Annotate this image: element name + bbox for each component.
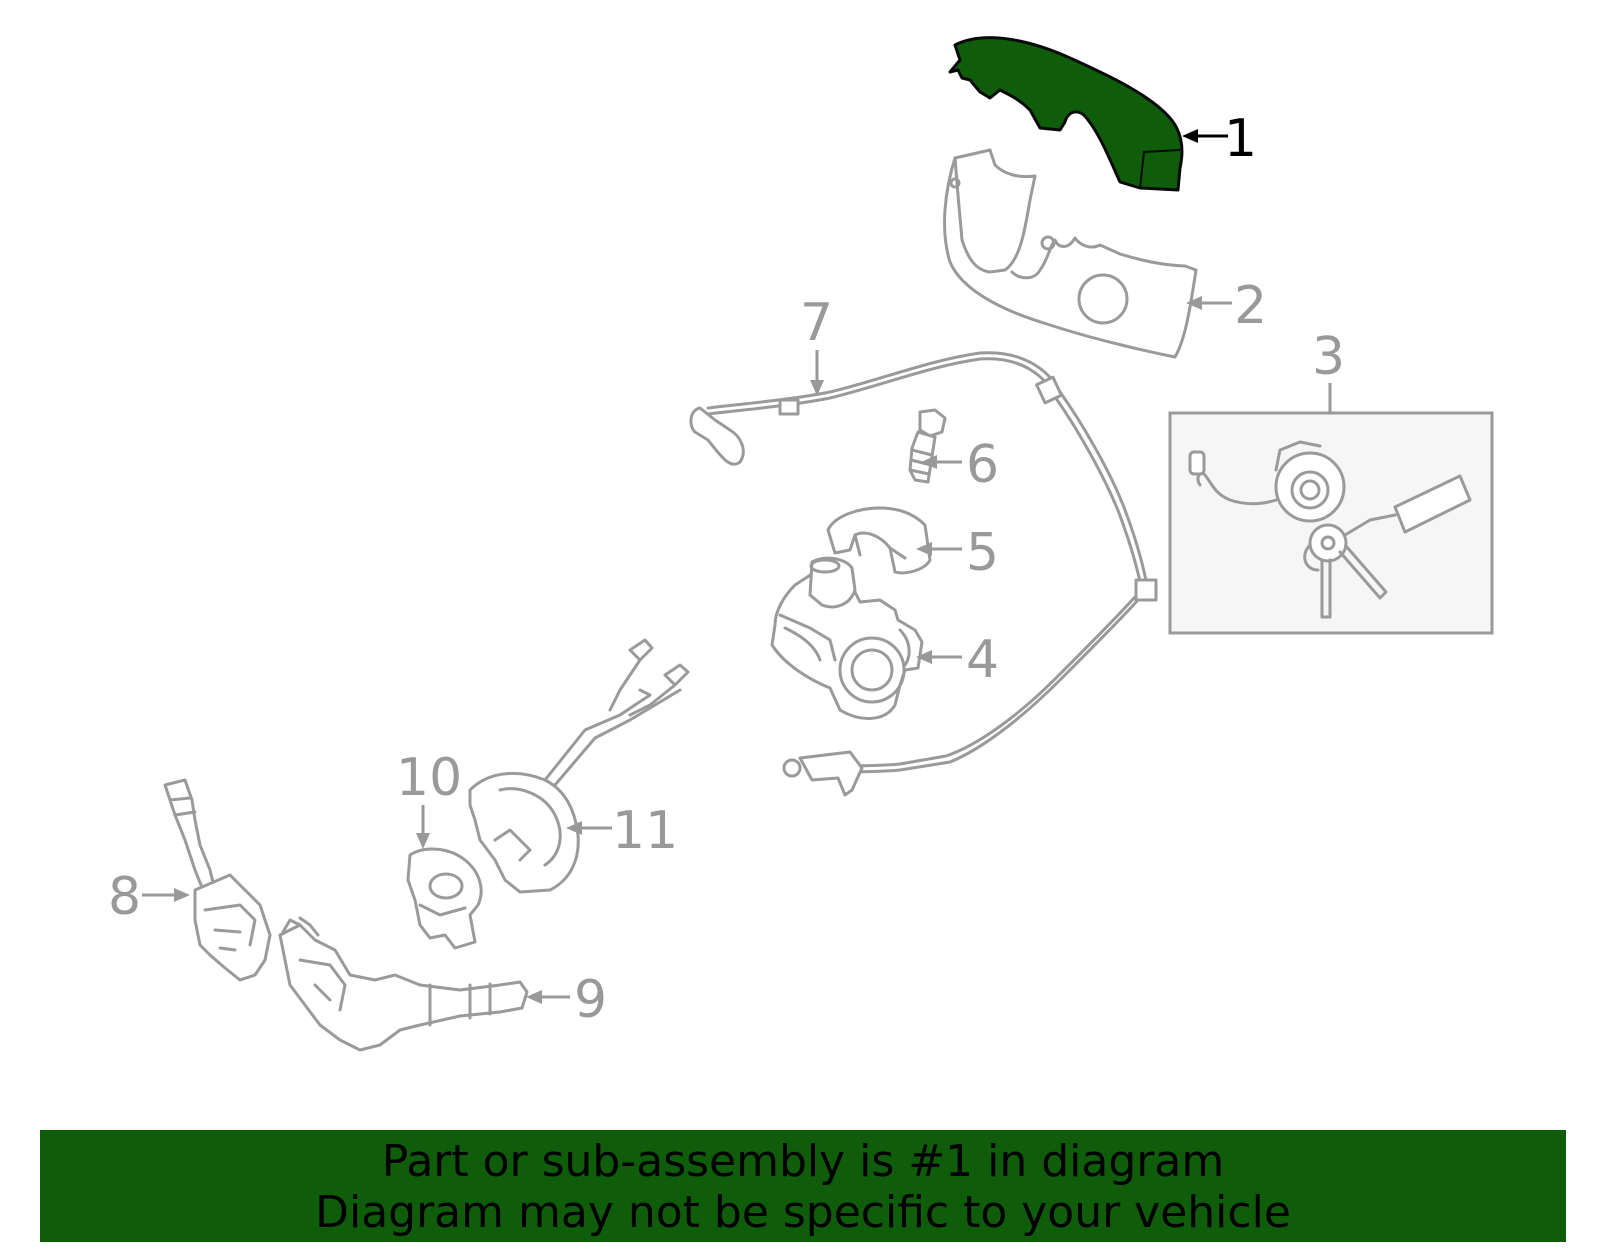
- callout-11: 11: [612, 801, 678, 861]
- callout-10: 10: [396, 748, 462, 808]
- part-3-lock-cylinder-kit[interactable]: [1168, 411, 1494, 635]
- info-banner: Part or sub-assembly is #1 in diagram Di…: [40, 1130, 1566, 1242]
- callout-leader-5: [916, 542, 962, 556]
- part-11-clock-spring[interactable]: [468, 638, 690, 894]
- part-8-combination-switch[interactable]: [163, 778, 272, 982]
- callout-4: 4: [966, 630, 999, 690]
- banner-line-2: Diagram may not be specific to your vehi…: [315, 1187, 1291, 1238]
- callout-leader-10: [416, 805, 430, 849]
- callout-leader-9: [526, 990, 570, 1004]
- callout-6: 6: [966, 435, 999, 495]
- callout-leader-6: [921, 455, 962, 469]
- part-5-clamp[interactable]: [826, 506, 932, 575]
- callout-leader-8: [142, 888, 190, 902]
- part-9-wiper-switch[interactable]: [278, 916, 529, 1052]
- part-7-cable[interactable]: [689, 351, 1158, 797]
- callout-9: 9: [574, 970, 607, 1030]
- callout-leader-4: [916, 650, 962, 664]
- part-1-upper-shroud[interactable]: [948, 36, 1184, 192]
- part-2-lower-shroud[interactable]: [943, 148, 1198, 359]
- callout-7: 7: [800, 293, 833, 353]
- banner-line-1: Part or sub-assembly is #1 in diagram: [381, 1136, 1225, 1187]
- callout-2: 2: [1234, 276, 1267, 336]
- callout-leader-7: [810, 350, 824, 396]
- part-6-bolt[interactable]: [908, 408, 947, 484]
- callout-1: 1: [1224, 109, 1257, 169]
- callout-leader-2: [1186, 296, 1232, 310]
- callout-3: 3: [1312, 327, 1345, 387]
- callout-5: 5: [966, 523, 999, 583]
- callout-leader-11: [566, 821, 612, 835]
- part-10-plate[interactable]: [406, 847, 483, 950]
- part-4-lock-housing[interactable]: [770, 556, 924, 720]
- callout-leader-1: [1182, 129, 1228, 143]
- callout-8: 8: [108, 867, 141, 927]
